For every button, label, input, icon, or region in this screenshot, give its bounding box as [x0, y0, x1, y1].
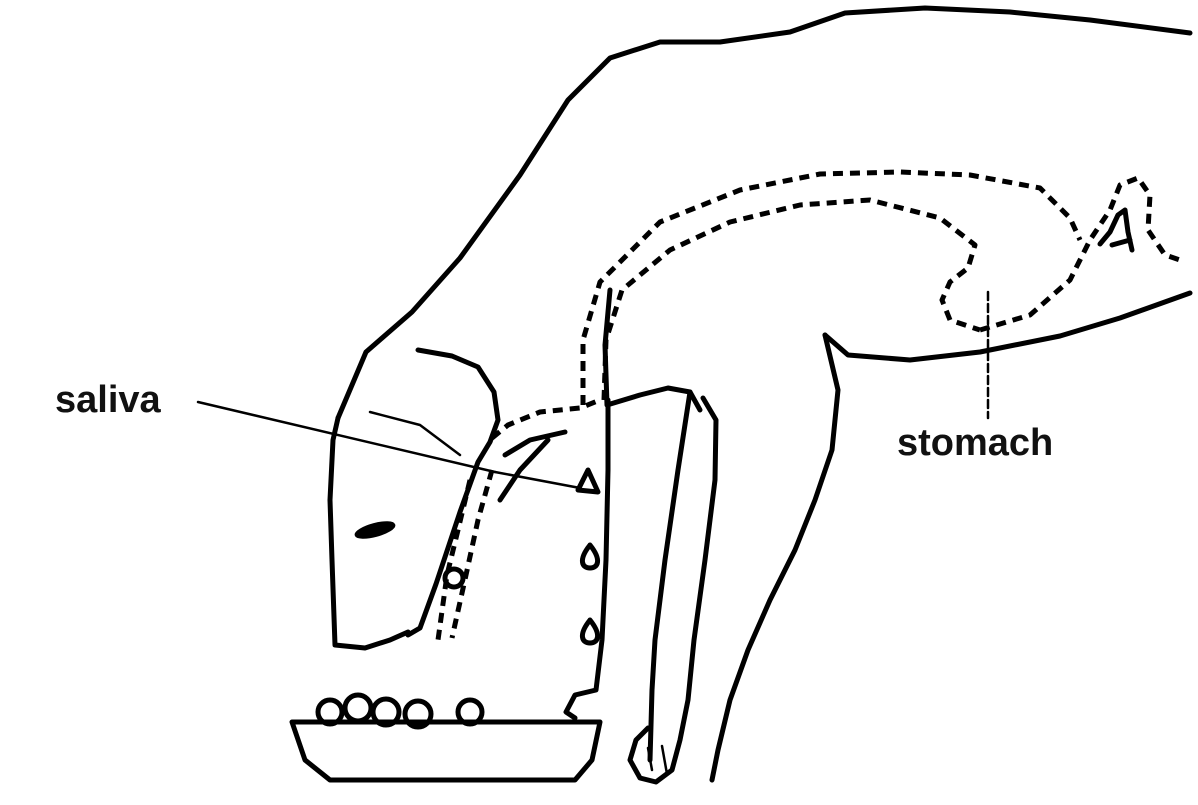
- collection-tube: [492, 400, 600, 438]
- dog-front-leg-left: [566, 400, 608, 718]
- dog-chest-line: [650, 392, 690, 760]
- dog-neck-chest: [605, 290, 700, 410]
- saliva-drop-2: [582, 545, 597, 568]
- esophagus-inner: [604, 200, 980, 400]
- dog-hind-leg: [712, 335, 838, 780]
- dog-belly: [825, 293, 1190, 360]
- saliva-drop-3: [582, 620, 597, 643]
- stomach-label: stomach: [897, 424, 1053, 462]
- saliva-leader-line: [198, 402, 495, 472]
- saliva-label: saliva: [55, 381, 161, 419]
- dog-eye: [354, 519, 396, 541]
- saliva-gland: [445, 569, 463, 587]
- ear-crease: [370, 412, 460, 455]
- dog-front-leg-right: [630, 398, 716, 782]
- collection-tube-solid: [500, 432, 565, 500]
- food-bowl: [292, 722, 600, 780]
- saliva-duct-inner: [452, 470, 492, 638]
